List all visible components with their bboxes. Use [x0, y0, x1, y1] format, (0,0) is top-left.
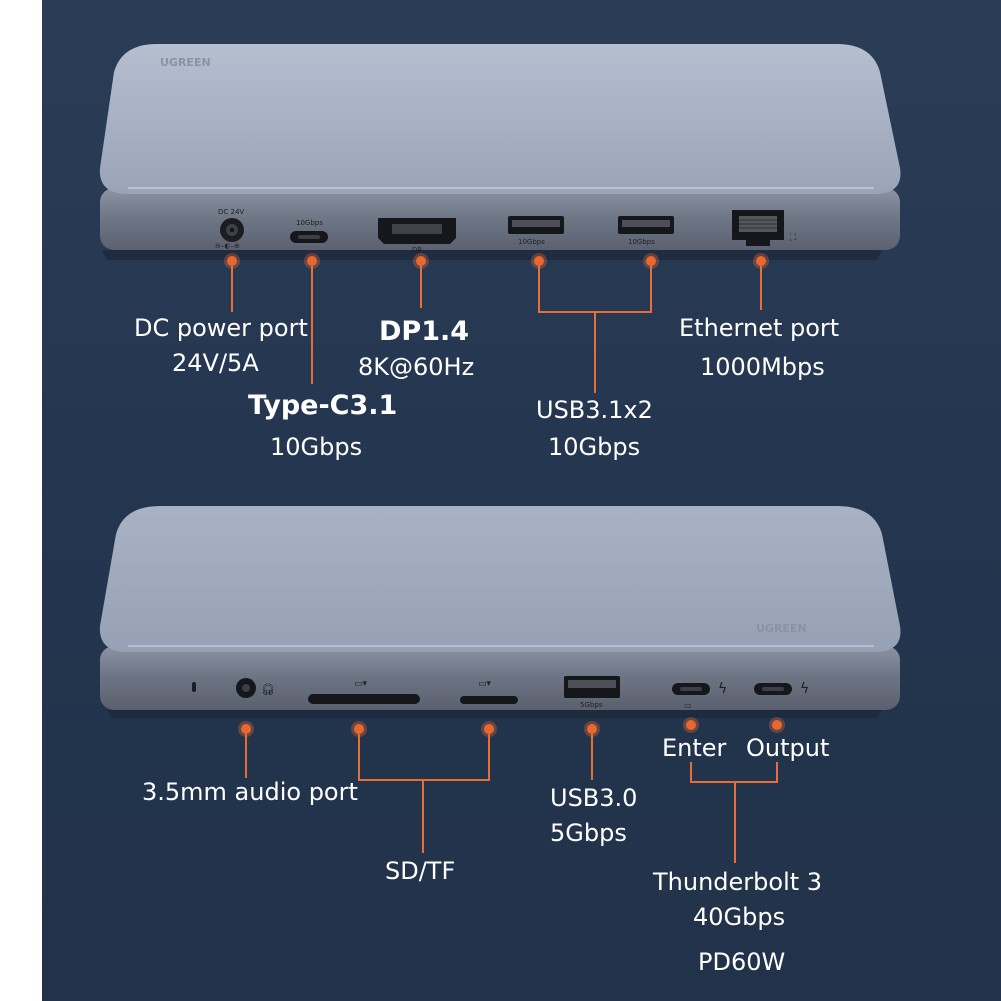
usb30-callout-dot: [587, 724, 597, 734]
dc-port-mark: DC 24V: [218, 208, 244, 216]
dc-callout-line: [231, 266, 233, 312]
thunderbolt-icon-2: ϟ: [800, 681, 809, 697]
usb-spec: 10Gbps: [548, 433, 641, 461]
ethernet-spec: 1000Mbps: [700, 353, 825, 381]
usb-bracket-stem: [594, 311, 596, 393]
ethernet-title: Ethernet port: [679, 314, 840, 342]
bottom-logo: UGREEN: [756, 622, 807, 635]
tf-card-slot: ▭▾: [460, 679, 518, 704]
dc-port-title: DC power port: [134, 314, 308, 342]
tb-pd: PD60W: [698, 948, 786, 976]
sd-card-icon: ▭▾: [354, 679, 368, 689]
status-led: [192, 682, 196, 692]
sd-card-slot: ▭▾: [308, 679, 420, 704]
svg-text:⊖–◐–⊕: ⊖–◐–⊕: [215, 242, 240, 250]
dp-spec: 8K@60Hz: [358, 353, 475, 381]
tb-bracket-stem: [734, 781, 736, 863]
sdtf-bracket-stem: [422, 779, 424, 853]
sd-callout-line: [358, 734, 360, 780]
thunderbolt-enter-port: ϟ ▭: [672, 681, 727, 710]
audio-callout-line: [245, 734, 247, 778]
headphone-icon: 🎧︎: [261, 683, 275, 696]
dc-port-spec: 24V/5A: [172, 349, 259, 377]
usb30-title: USB3.0: [550, 784, 638, 812]
tb-output-label: Output: [746, 734, 830, 762]
ethernet-port: ⛶: [732, 210, 797, 246]
displayport-port: DP: [378, 218, 456, 254]
tf-callout-line: [488, 734, 490, 780]
thunderbolt-output-port: ϟ: [754, 681, 809, 697]
sd-callout-dot: [354, 724, 364, 734]
audio-label: 3.5mm audio port: [142, 778, 358, 806]
tb-enter-label: Enter: [662, 734, 727, 762]
dc-power-port: DC 24V ⊖–◐–⊕: [215, 208, 244, 250]
tf-callout-dot: [484, 724, 494, 734]
audio-jack: 🎧︎: [236, 678, 275, 698]
laptop-icon: ▭: [684, 701, 692, 710]
usb-a2-callout-line: [650, 266, 652, 312]
dp-title: DP1.4: [379, 316, 470, 347]
usb-a1-callout-line: [538, 266, 540, 312]
typec-callout-line: [311, 266, 313, 384]
tb-enter-callout-dot: [686, 720, 696, 730]
usb30-spec: 5Gbps: [550, 819, 627, 847]
typec-spec: 10Gbps: [270, 433, 363, 461]
tb-spec: 40Gbps: [693, 903, 786, 931]
usb-a2-callout-dot: [646, 256, 656, 266]
ethernet-icon: ⛶: [789, 232, 797, 243]
dc-callout-dot: [227, 256, 237, 266]
bottom-dock-device: UGREEN 🎧︎ ▭▾ ▭▾ 5Gbps ϟ ▭: [99, 506, 901, 718]
tf-card-icon: ▭▾: [478, 679, 492, 689]
product-photo-stage: UGREEN DC 24V ⊖–◐–⊕ 10Gbps DP 10Gbps: [42, 0, 1001, 1001]
top-logo: UGREEN: [160, 56, 211, 69]
typec-port-mark: 10Gbps: [296, 219, 323, 227]
dp-callout-dot: [416, 256, 426, 266]
usb-a1-callout-dot: [534, 256, 544, 266]
sdtf-label: SD/TF: [385, 857, 456, 885]
usb30-port-mark: 5Gbps: [580, 701, 603, 709]
tb-output-line: [776, 762, 778, 782]
top-dock-device: UGREEN DC 24V ⊖–◐–⊕ 10Gbps DP 10Gbps: [99, 44, 901, 260]
ethernet-callout-dot: [756, 256, 766, 266]
usb-a2-mark: 10Gbps: [628, 238, 655, 246]
tb-output-callout-dot: [772, 720, 782, 730]
dp-callout-line: [420, 266, 422, 308]
usb-a1-mark: 10Gbps: [518, 238, 545, 246]
dp-port-mark: DP: [412, 246, 422, 254]
usb-a-port-2: 10Gbps: [618, 216, 674, 246]
sdtf-bracket-line: [358, 779, 490, 781]
usb30-callout-line: [591, 734, 593, 780]
typec-title: Type-C3.1: [248, 390, 398, 421]
audio-callout-dot: [241, 724, 251, 734]
thunderbolt-icon-1: ϟ: [718, 681, 727, 697]
ethernet-callout-line: [760, 266, 762, 310]
usb-a-port-1: 10Gbps: [508, 216, 564, 246]
tb-title: Thunderbolt 3: [653, 868, 823, 896]
typec-callout-dot: [307, 256, 317, 266]
usb-title: USB3.1x2: [536, 396, 653, 424]
tb-enter-line: [690, 762, 692, 782]
typec-port: 10Gbps: [290, 219, 328, 243]
usb30-port: 5Gbps: [564, 676, 620, 709]
